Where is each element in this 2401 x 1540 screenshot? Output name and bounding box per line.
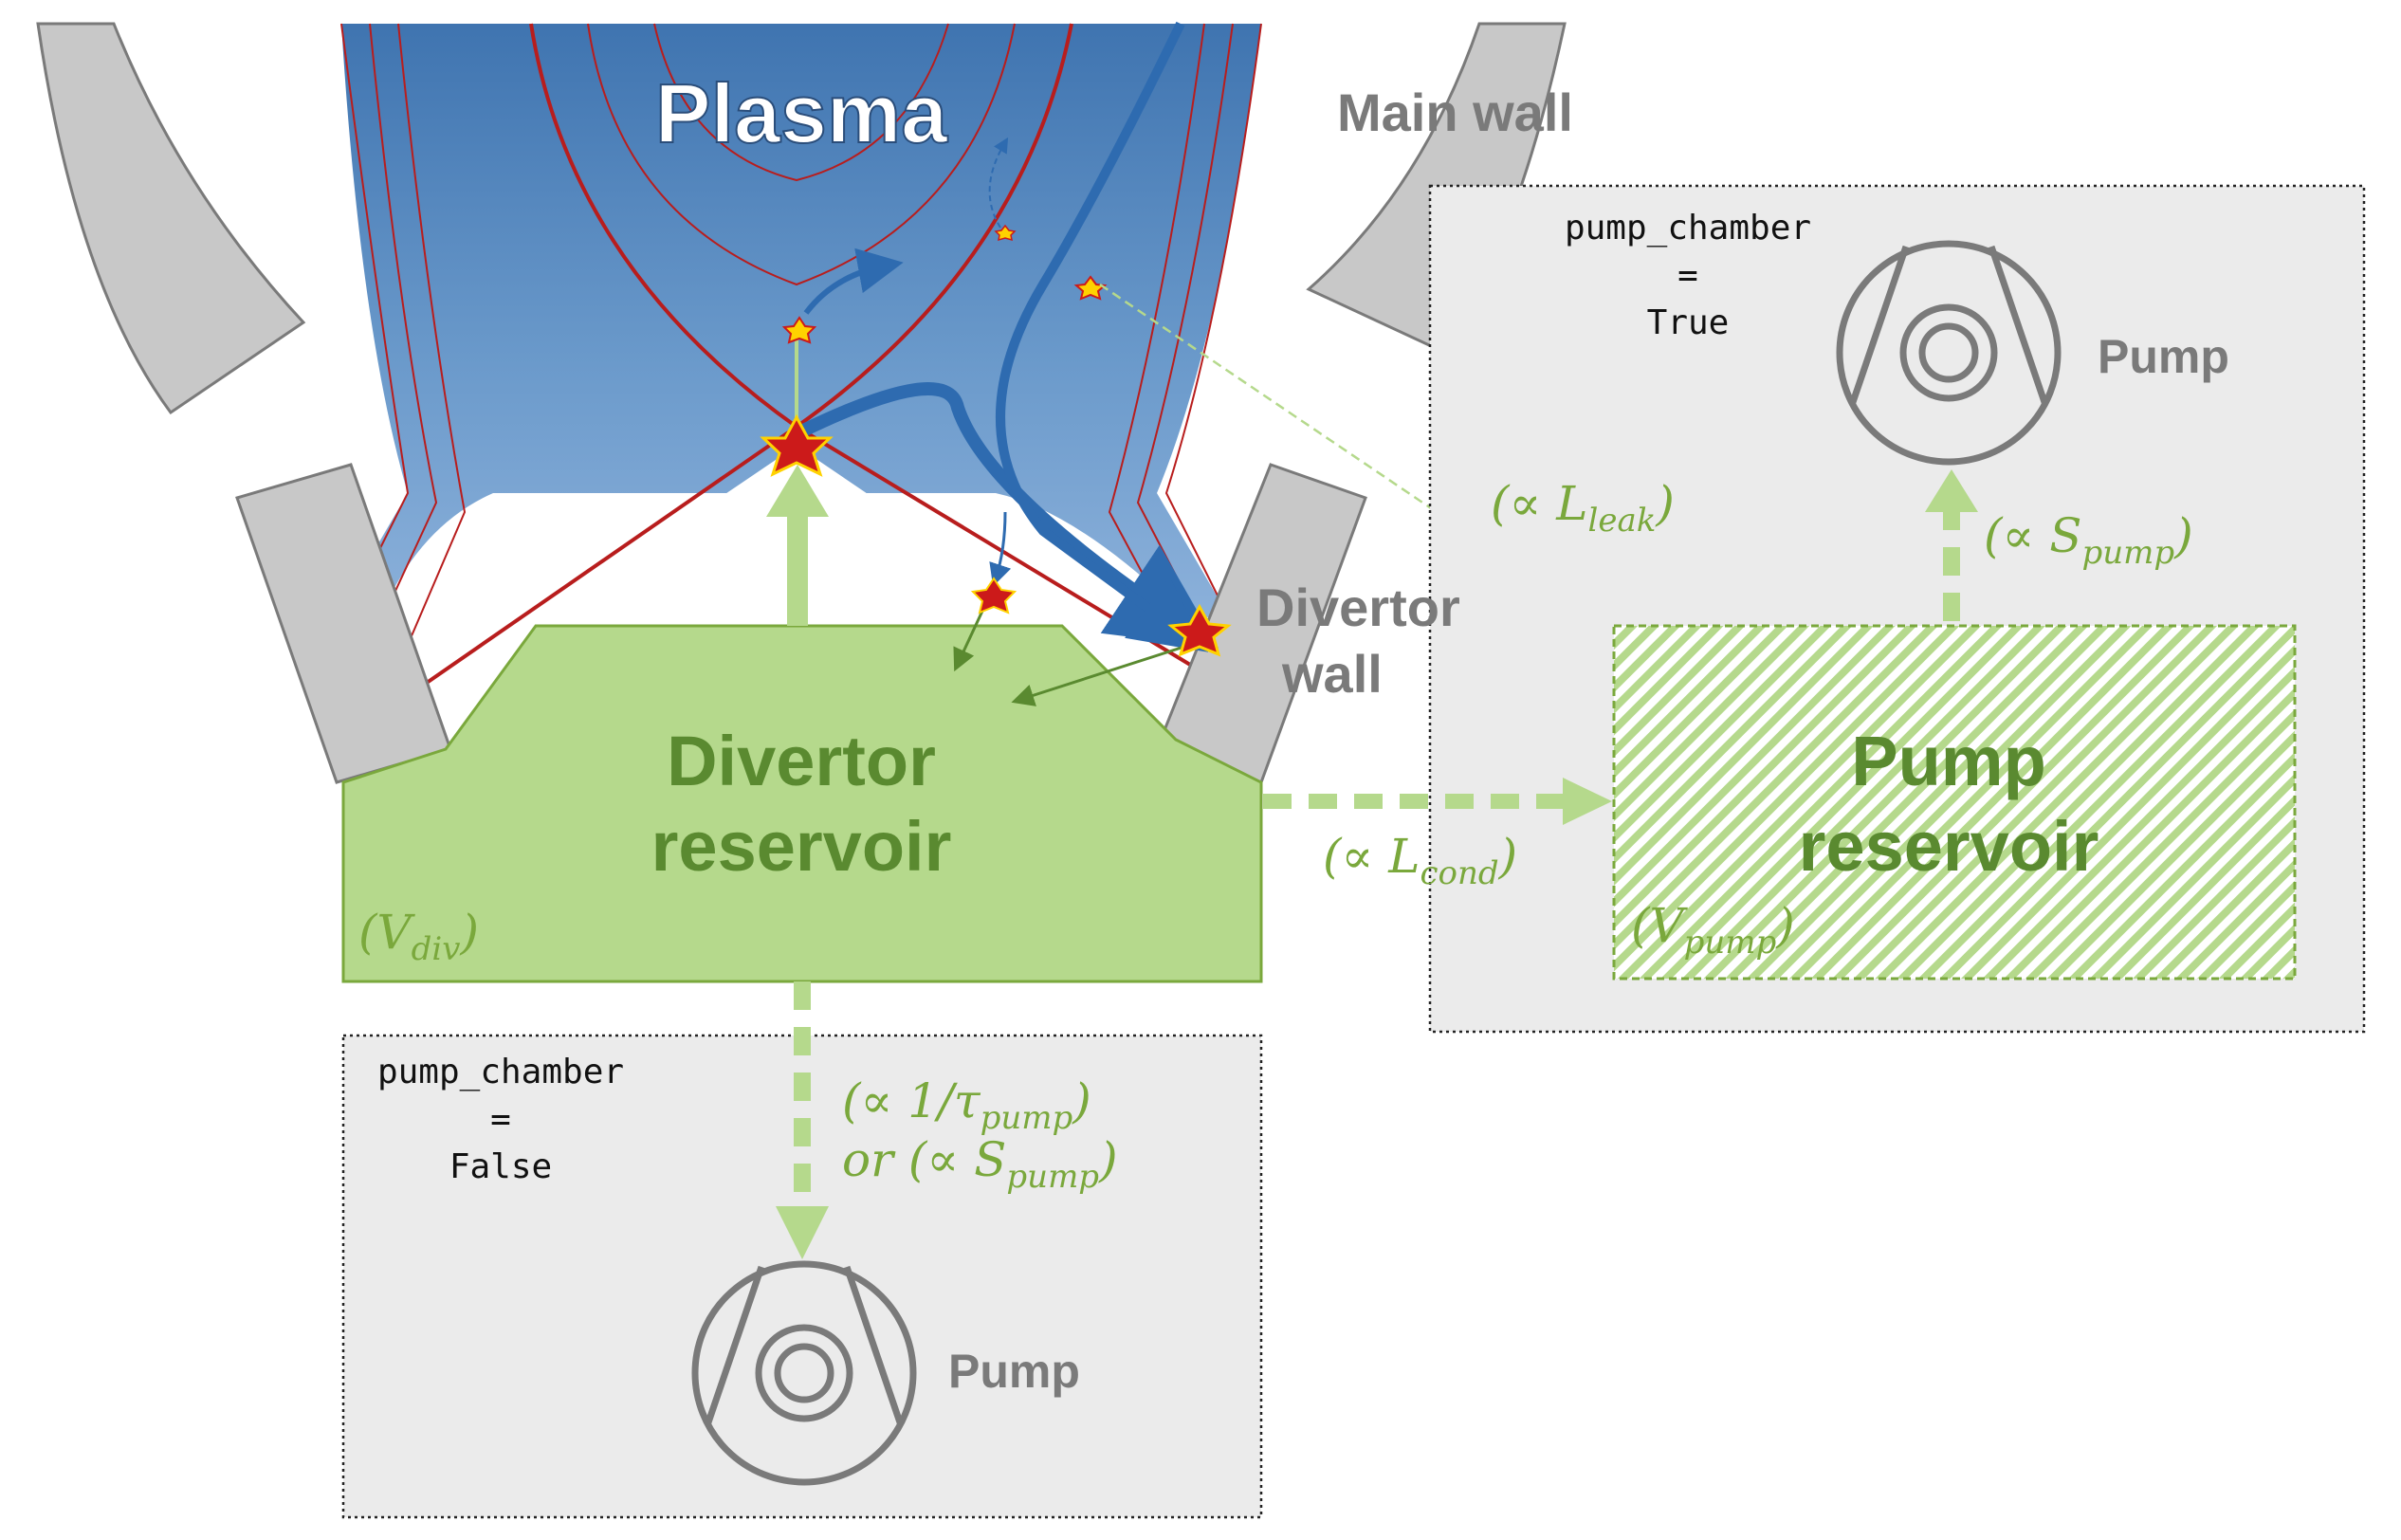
l-leak-label: (∝ Lleak) — [1491, 476, 1675, 540]
v-pump-label: (Vpump) — [1631, 898, 1795, 962]
divertor-wall-label-2: wall — [1281, 644, 1383, 704]
l-cond-label: (∝ Lcond) — [1323, 829, 1517, 892]
chamber-true-eq: = — [1677, 256, 1698, 295]
chamber-true-value: True — [1647, 303, 1730, 342]
plasma-label: Plasma — [655, 66, 948, 160]
divertor-reservoir-label-2: reservoir — [651, 807, 952, 886]
pump-reservoir — [1612, 624, 2297, 981]
pump-reservoir-label-1: Pump — [1851, 722, 2046, 800]
pump-icon-bottom — [691, 1260, 917, 1486]
s-pump-top-label: (∝ Spump) — [1984, 508, 2193, 572]
chamber-true-key: pump_chamber — [1565, 209, 1811, 248]
pump-chamber-false-box — [341, 1034, 1263, 1519]
pump-flow-arrow-bottom — [776, 981, 829, 1259]
chamber-false-eq: = — [490, 1100, 511, 1139]
pump-label-top: Pump — [2098, 330, 2229, 383]
recycling-flash-icons — [760, 224, 1232, 657]
chamber-false-key: pump_chamber — [377, 1053, 624, 1091]
divertor-reservoir — [341, 624, 1263, 983]
conductance-arrow — [1263, 778, 1612, 825]
s-pump-or-label: or (∝ Spump) — [842, 1132, 1118, 1196]
pump-flow-arrow-top — [1925, 469, 1978, 621]
leak-path-line — [1099, 283, 1613, 632]
neutral-flow-arrows — [797, 21, 1219, 652]
divertor-wall-label-1: Divertor — [1256, 578, 1460, 637]
main-wall-label: Main wall — [1337, 82, 1573, 142]
tau-pump-label: (∝ 1/τpump) — [842, 1073, 1091, 1137]
pump-icon-top — [1836, 240, 2062, 466]
pump-reservoir-label-2: reservoir — [1799, 807, 2099, 886]
v-div-label: (Vdiv) — [358, 905, 479, 968]
recycling-up-arrow — [766, 465, 829, 626]
divertor-reservoir-label-1: Divertor — [667, 722, 936, 800]
pump-label-bottom: Pump — [948, 1345, 1080, 1398]
chamber-false-value: False — [449, 1147, 552, 1186]
